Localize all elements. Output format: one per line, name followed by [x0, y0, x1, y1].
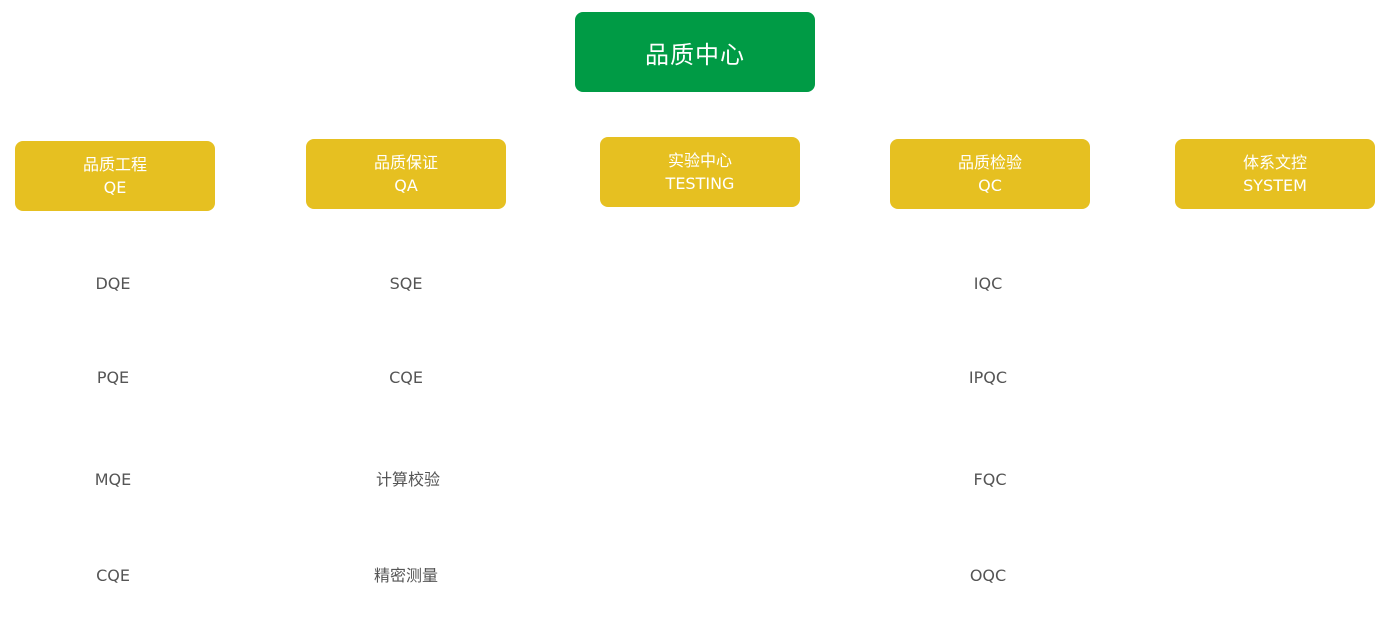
qa-item-calibration: 计算校验 — [375, 470, 440, 489]
dept-node-qe: 品质工程 QE — [15, 141, 215, 211]
dept-node-name: 品质工程 — [82, 155, 147, 174]
qe-item-mqe: MQE — [94, 470, 132, 489]
dept-node-code: QE — [103, 178, 127, 197]
root-node-quality-center: 品质中心 — [575, 12, 815, 92]
qe-item-dqe: DQE — [95, 274, 131, 293]
dept-node-system: 体系文控 SYSTEM — [1175, 139, 1375, 209]
qc-item-ipqc: IPQC — [968, 368, 1008, 387]
dept-node-qc: 品质检验 QC — [890, 139, 1090, 209]
qe-item-pqe: PQE — [96, 368, 130, 387]
dept-node-code: QA — [394, 176, 418, 195]
dept-node-qa: 品质保证 QA — [306, 139, 506, 209]
root-node-label: 品质中心 — [645, 40, 745, 69]
qe-item-cqe: CQE — [96, 566, 130, 585]
dept-node-testing: 实验中心 TESTING — [600, 137, 800, 207]
dept-node-name: 实验中心 — [667, 151, 732, 170]
dept-node-code: QC — [978, 176, 1002, 195]
qc-item-oqc: OQC — [969, 566, 1007, 585]
qa-item-precision-measurement: 精密测量 — [373, 566, 438, 585]
dept-node-code: SYSTEM — [1243, 176, 1307, 195]
dept-node-name: 品质保证 — [373, 153, 438, 172]
qc-item-fqc: FQC — [973, 470, 1007, 489]
qa-item-cqe: CQE — [389, 368, 423, 387]
qa-item-sqe: SQE — [389, 274, 423, 293]
dept-node-name: 体系文控 — [1242, 153, 1307, 172]
qc-item-iqc: IQC — [973, 274, 1003, 293]
dept-node-name: 品质检验 — [957, 153, 1022, 172]
dept-node-code: TESTING — [665, 174, 735, 193]
